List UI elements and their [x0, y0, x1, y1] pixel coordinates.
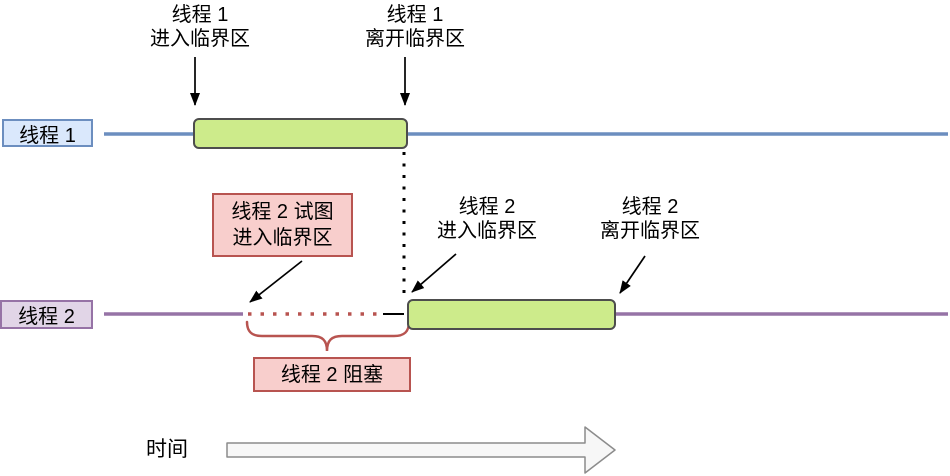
time-axis-arrow	[226, 426, 616, 474]
t2-attempt-line1: 线程 2 试图	[231, 201, 334, 223]
t2-blocked-label: 线程 2 阻塞	[280, 363, 384, 386]
thread2-label-box: 线程 2	[0, 300, 93, 329]
t2-attempt-line2: 进入临界区	[232, 227, 333, 249]
t2-attempt-box: 线程 2 试图 进入临界区	[212, 193, 353, 257]
t2-attempt-arrow	[249, 260, 303, 303]
t2-enter-label: 线程 2 进入临界区	[397, 195, 577, 243]
t1-enter-label-line2: 进入临界区	[150, 28, 250, 50]
t2-leave-arrow	[619, 255, 646, 294]
thread1-label: 线程 1	[19, 124, 76, 147]
blocked-brace	[245, 320, 411, 352]
t2-enter-label-line1: 线程 2	[458, 196, 516, 218]
t2-leave-label: 线程 2 离开临界区	[560, 195, 740, 243]
time-axis-label: 时间	[146, 438, 188, 461]
t2-enter-label-line2: 进入临界区	[437, 220, 537, 242]
t1-leave-label-line1: 线程 1	[386, 4, 444, 26]
thread2-critical-section-bar	[407, 299, 616, 330]
t2-leave-label-line1: 线程 2	[621, 196, 679, 218]
t2-enter-arrow	[411, 253, 457, 293]
t1-leave-label: 线程 1 离开临界区	[325, 3, 505, 51]
t2-blocked-box: 线程 2 阻塞	[253, 357, 411, 392]
thread2-label: 线程 2	[18, 306, 75, 328]
thread1-critical-section-bar	[193, 118, 408, 149]
t1-enter-label-line1: 线程 1	[171, 4, 229, 26]
thread1-label-box: 线程 1	[2, 119, 93, 147]
t1-enter-label: 线程 1 进入临界区	[110, 3, 290, 51]
t1-leave-label-line2: 离开临界区	[365, 28, 465, 50]
t2-leave-label-line2: 离开临界区	[600, 220, 700, 242]
